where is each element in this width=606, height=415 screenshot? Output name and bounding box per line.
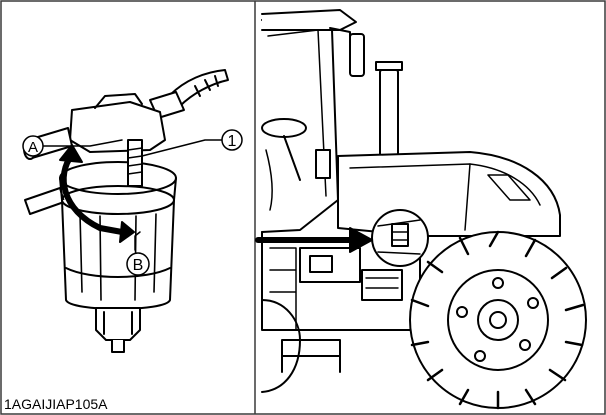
fuel-filter-drawing [23, 69, 229, 353]
tractor-drawing [255, 9, 587, 410]
callout-1: 1 [221, 129, 243, 151]
callout-b-label: B [133, 257, 144, 274]
callout-a: A [22, 135, 44, 157]
callout-a-label: A [28, 139, 38, 156]
figure-code: 1AGAIJIAP105A [4, 396, 108, 412]
callout-1-label: 1 [228, 133, 237, 150]
callout-b: B [126, 252, 150, 276]
